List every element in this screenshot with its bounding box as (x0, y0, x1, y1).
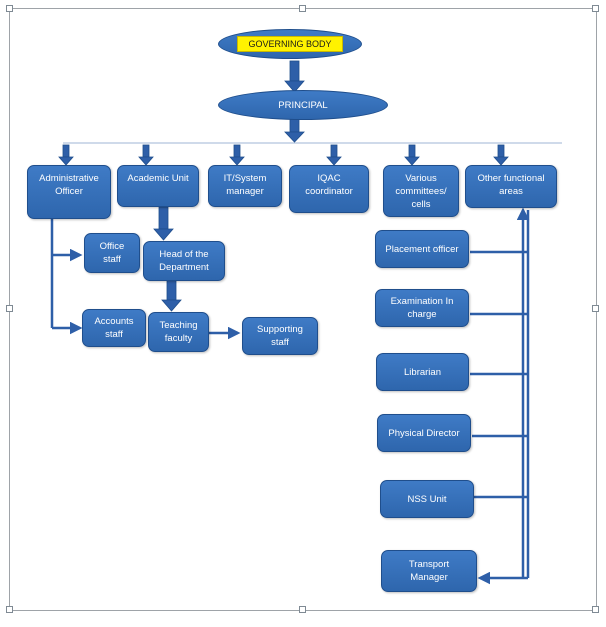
principal-label: PRINCIPAL (278, 99, 328, 111)
arrow-governing-to-principal-head (284, 80, 305, 93)
resize-handle-bottom-center[interactable] (299, 606, 306, 613)
arrow-principal-to-bus-head (284, 131, 305, 143)
principal-node: PRINCIPAL (218, 90, 388, 120)
various-committees-node: Various committees/ cells (383, 165, 459, 217)
accounts-staff-node: Accounts staff (82, 309, 146, 347)
nss-unit-node: NSS Unit (380, 480, 474, 518)
examination-in-charge-node: Examination In charge (375, 289, 469, 327)
resize-handle-middle-right[interactable] (592, 305, 599, 312)
transport-manager-node: Transport Manager (381, 550, 477, 592)
iqac-coordinator-node: IQAC coordinator (289, 165, 369, 213)
head-of-department-node: Head of the Department (143, 241, 225, 281)
resize-handle-top-left[interactable] (6, 5, 13, 12)
librarian-node: Librarian (376, 353, 469, 391)
placement-officer-node: Placement officer (375, 230, 469, 268)
resize-handle-top-center[interactable] (299, 5, 306, 12)
it-system-manager-node: IT/System manager (208, 165, 282, 207)
resize-handle-top-right[interactable] (592, 5, 599, 12)
administrative-officer-node: Administrative Officer (27, 165, 111, 219)
governing-body-label: GOVERNING BODY (237, 36, 343, 52)
governing-body-node: GOVERNING BODY (218, 29, 362, 59)
other-functional-areas-node: Other functional areas (465, 165, 557, 208)
office-staff-node: Office staff (84, 233, 140, 273)
teaching-faculty-node: Teaching faculty (148, 312, 209, 352)
resize-handle-middle-left[interactable] (6, 305, 13, 312)
resize-handle-bottom-right[interactable] (592, 606, 599, 613)
academic-unit-node: Academic Unit (117, 165, 199, 207)
resize-handle-bottom-left[interactable] (6, 606, 13, 613)
arrow-governing-to-principal (289, 60, 300, 82)
supporting-staff-node: Supporting staff (242, 317, 318, 355)
physical-director-node: Physical Director (377, 414, 471, 452)
